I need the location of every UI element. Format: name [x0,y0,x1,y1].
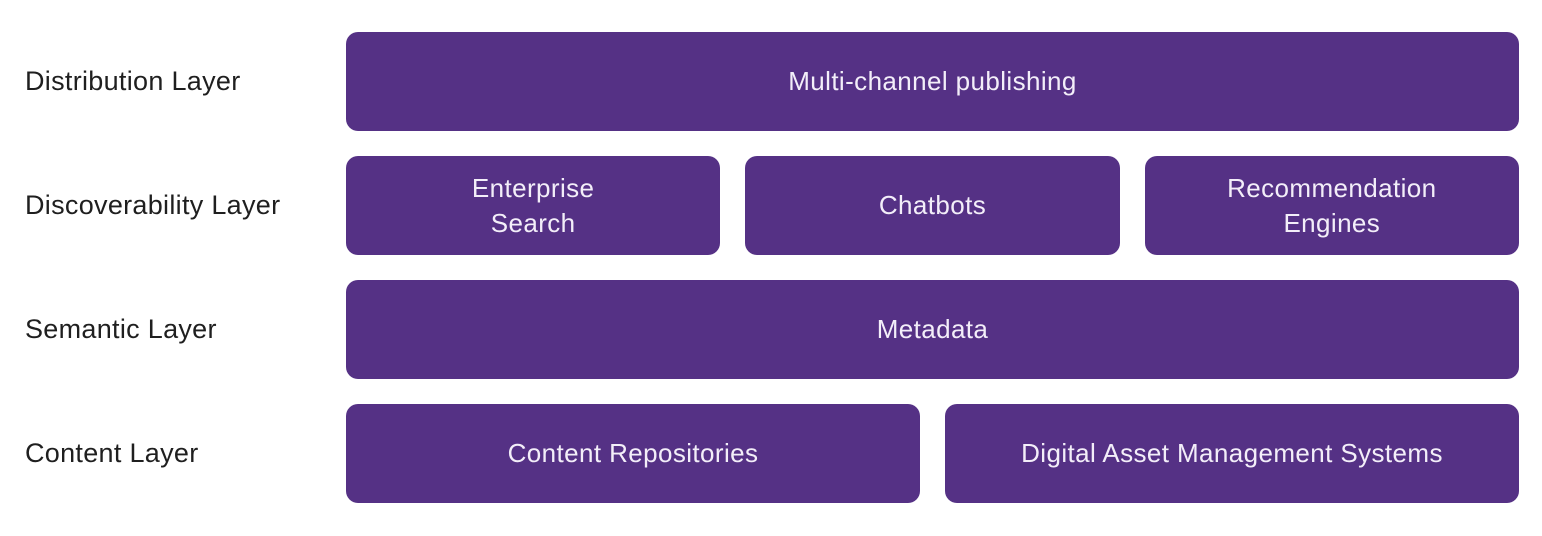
node-label-line: Multi-channel publishing [788,66,1077,97]
node-label-line: Engines [1283,207,1381,238]
layer-row-distribution-layer: Distribution Layer Multi-channel publishi… [0,32,1519,131]
layer-row-semantic-layer: Semantic Layer Metadata [0,280,1519,379]
node-label-line: Recommendation [1227,173,1437,204]
node-label-line: Chatbots [878,190,987,221]
node-content-repositories: Content Repositories [346,404,920,503]
layer-label-discoverability-layer: Discoverability Layer [25,190,281,220]
layer-row-content-layer: Content Layer Content Repositories Digital… [0,404,1519,503]
layer-label-distribution-layer: Distribution Layer [25,66,241,96]
node-metadata: Metadata [346,280,1519,379]
node-label-line: Content Repositories [507,438,759,469]
layer-boxes-content-layer: Content Repositories Digital Asset Manage… [346,404,1519,503]
node-digital-asset-management-systems: Digital Asset Management Systems [945,404,1519,503]
node-label-line: Digital Asset Management Systems [1021,438,1443,469]
node-multi-channel-publishing: Multi-channel publishing [346,32,1519,131]
node-label-line: Search [490,207,576,238]
node-label-line: Metadata [876,314,989,345]
layer-boxes-semantic-layer: Metadata [346,280,1519,379]
layer-boxes-distribution-layer: Multi-channel publishing [346,32,1519,131]
node-label-line: Enterprise [471,173,595,204]
node-chatbots: Chatbots [745,156,1120,255]
layer-label-content-layer: Content Layer [25,438,199,468]
layer-label-semantic-layer: Semantic Layer [25,314,217,344]
